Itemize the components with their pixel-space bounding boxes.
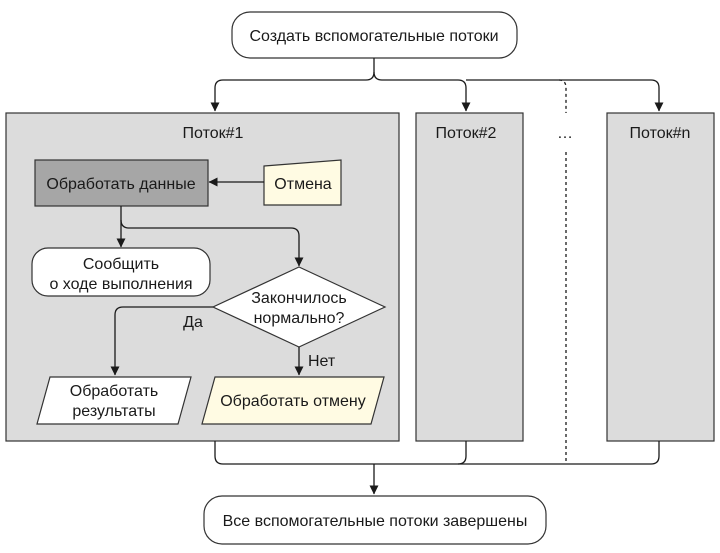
- cancel-label: Отмена: [274, 176, 332, 193]
- report-progress-box: [31, 247, 211, 297]
- end-label: Все вспомогательные потоки завершены: [223, 513, 528, 530]
- fork-to-thread-n: [466, 79, 664, 112]
- no-label: Нет: [308, 353, 336, 370]
- process-results-line-1: Обработать: [70, 383, 158, 400]
- yes-label: Да: [183, 314, 203, 331]
- process-to-decision: [120, 219, 304, 267]
- yes-branch: [110, 306, 213, 376]
- process-cancel-box: [201, 376, 385, 425]
- process-results-line-2: результаты: [72, 403, 155, 420]
- cancel-input: [263, 159, 342, 206]
- thread-2-panel: [415, 112, 524, 442]
- fork-to-thread-2: [373, 71, 471, 112]
- process-results-box: [36, 376, 192, 425]
- fork-dashed-branch: [558, 79, 567, 113]
- decision-line-1: Закончилось: [251, 290, 347, 307]
- thread-ellipsis: …: [557, 125, 573, 142]
- start-label: Создать вспомогательные потоки: [249, 28, 498, 45]
- process-data-box: [34, 159, 209, 207]
- decision-line-2: нормально?: [254, 310, 345, 327]
- thread-1-title: Поток#1: [183, 125, 244, 142]
- thread-n-panel: [606, 112, 715, 442]
- fork-trunk: [210, 58, 375, 112]
- thread-n-title: Поток#n: [630, 125, 691, 142]
- process-cancel-label: Обработать отмену: [220, 393, 366, 410]
- end-terminal: [203, 495, 547, 545]
- thread-2-title: Поток#2: [436, 125, 497, 142]
- report-line-2: о ходе выполнения: [49, 276, 192, 293]
- report-line-1: Сообщить: [83, 256, 159, 273]
- join-connector: [214, 441, 660, 465]
- process-data-label: Обработать данные: [46, 176, 195, 193]
- join-from-thread-2: [457, 441, 467, 465]
